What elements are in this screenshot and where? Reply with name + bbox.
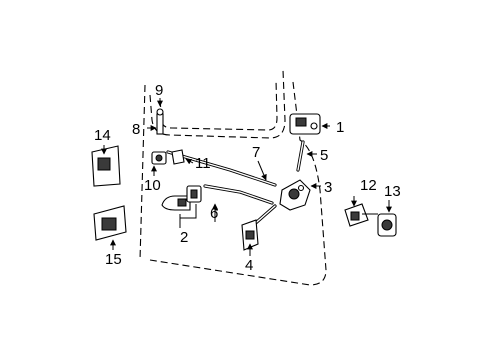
part-clip xyxy=(151,151,167,165)
callout-5: 5 xyxy=(320,147,328,164)
part-lower-rod xyxy=(203,184,274,205)
door-outline xyxy=(139,69,327,286)
part-short-rod xyxy=(296,140,305,172)
callout-8: 8 xyxy=(132,121,140,138)
callout-6: 6 xyxy=(210,205,218,222)
callout-15: 15 xyxy=(105,251,122,268)
part-lower-hinge xyxy=(93,205,127,241)
part-striker xyxy=(344,203,378,227)
part-small-clip xyxy=(171,149,185,165)
callout-11: 11 xyxy=(195,155,211,172)
callout-13: 13 xyxy=(384,183,401,200)
callout-7: 7 xyxy=(252,144,260,161)
part-inside-handle xyxy=(161,185,202,211)
part-actuator xyxy=(241,219,259,251)
leader-lines xyxy=(101,98,392,256)
callout-2: 2 xyxy=(180,229,188,246)
callout-10: 10 xyxy=(144,177,161,194)
part-latch-assembly xyxy=(279,179,311,211)
callout-labels: 1 2 3 4 5 6 7 8 9 10 11 12 13 14 15 xyxy=(94,82,401,274)
callout-9: 9 xyxy=(155,82,163,99)
callout-4: 4 xyxy=(245,257,253,274)
callout-3: 3 xyxy=(324,179,332,196)
part-long-rod xyxy=(166,150,277,187)
part-upper-hinge xyxy=(91,145,121,187)
callout-14: 14 xyxy=(94,127,111,144)
callout-12: 12 xyxy=(360,177,377,194)
callout-1: 1 xyxy=(336,119,344,136)
part-lock-rod xyxy=(156,108,164,135)
part-striker-plate xyxy=(377,213,397,237)
part-upper-latch xyxy=(289,113,321,135)
